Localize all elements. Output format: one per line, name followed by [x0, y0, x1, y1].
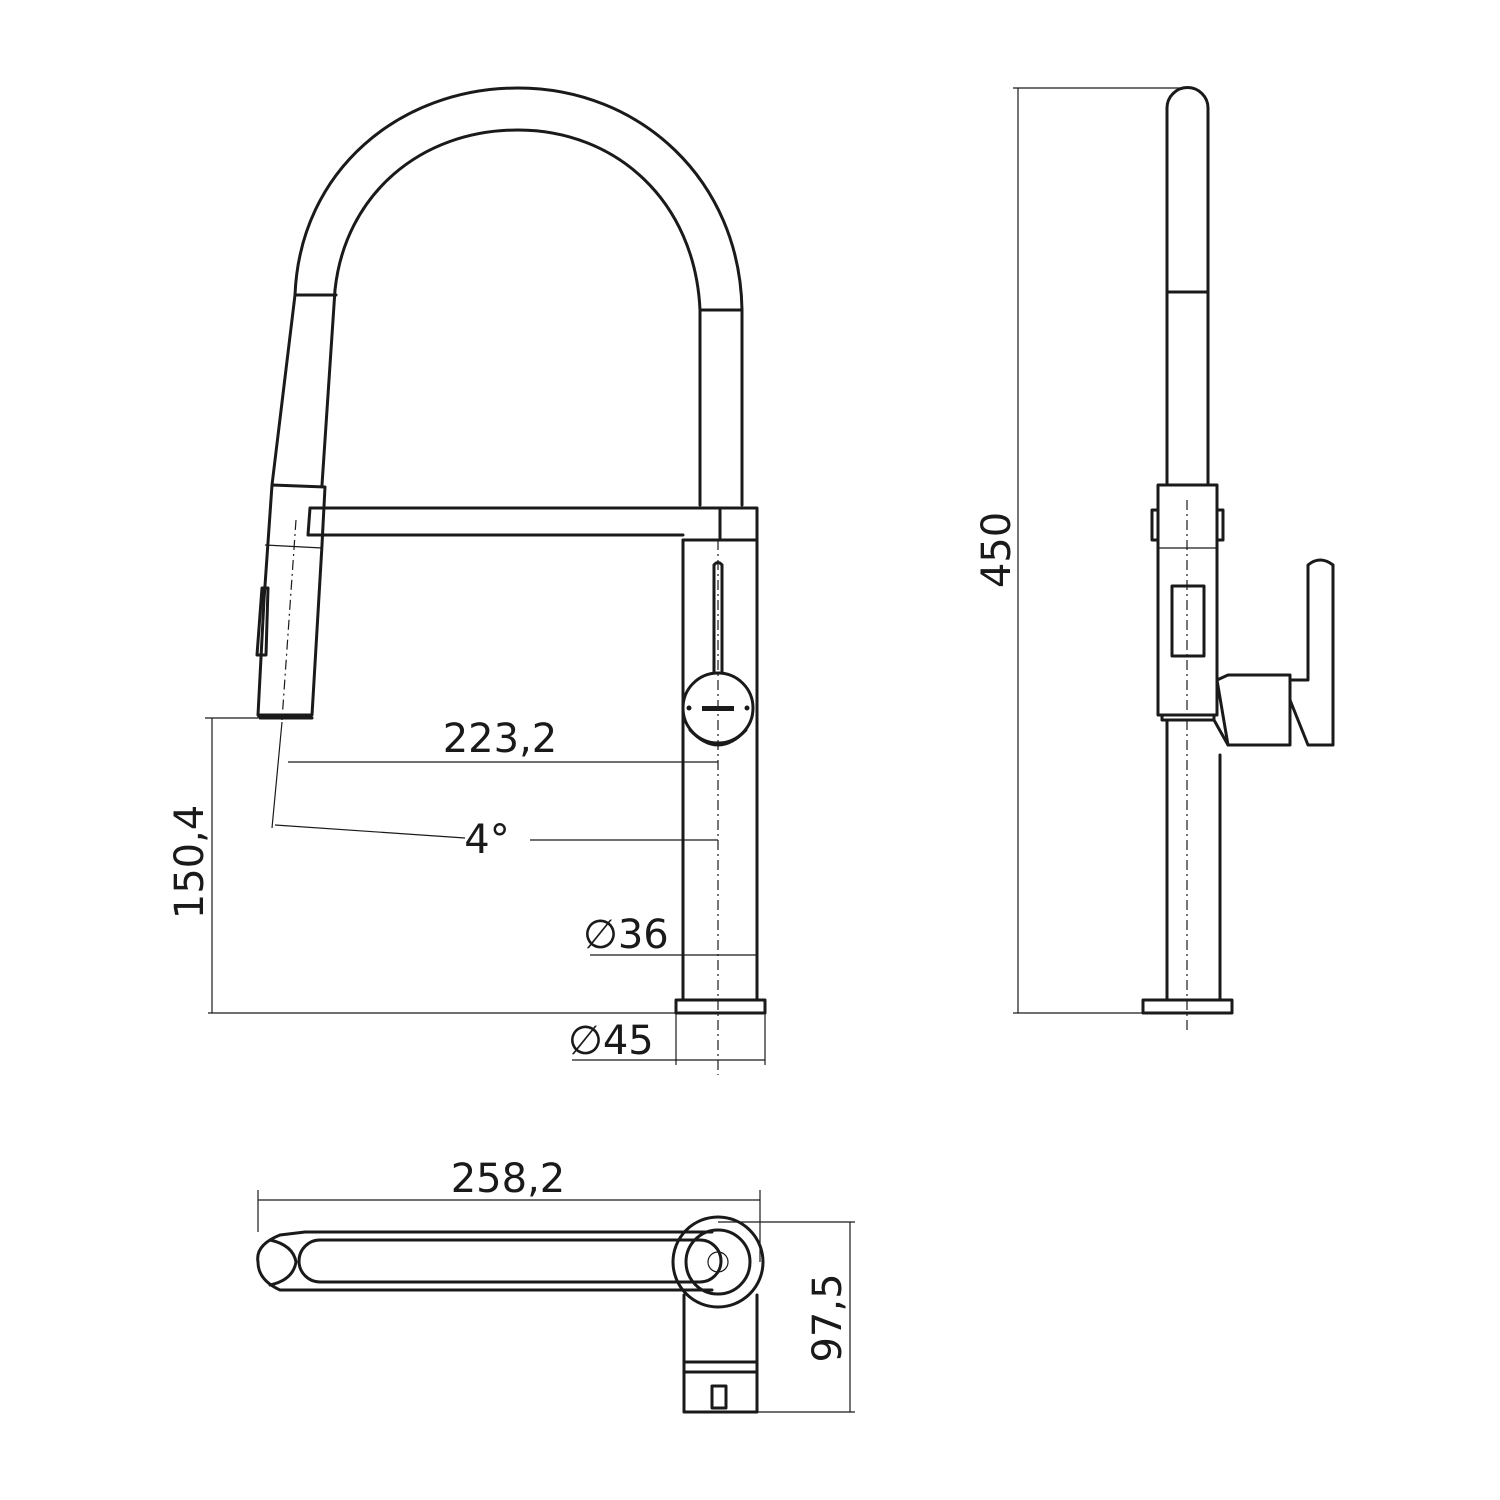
base-disk — [674, 998, 767, 1015]
top-column-circle — [671, 1215, 765, 1309]
dim-angle: 4° — [464, 817, 509, 863]
dim-spout-height: 150,4 — [167, 805, 213, 920]
spout-outer-arc — [293, 86, 744, 507]
front-view: 223,2 4° 150,4 ∅36 ∅45 — [167, 86, 767, 1075]
top-handle — [682, 1293, 759, 1414]
dim-base-diameter: ∅45 — [568, 1018, 654, 1064]
side-view: 450 — [974, 86, 1335, 1030]
side-spray-head — [1150, 483, 1225, 717]
spray-head — [255, 483, 327, 720]
dim-top-length: 258,2 — [451, 1156, 566, 1202]
dim-top-depth: 97,5 — [805, 1273, 851, 1362]
side-button — [1170, 584, 1206, 658]
top-view: 258,2 97,5 — [256, 1156, 855, 1414]
hose — [270, 288, 337, 487]
dim-spout-reach: 223,2 — [443, 716, 558, 762]
dim-total-height: 450 — [974, 512, 1020, 588]
support-bar — [306, 506, 759, 542]
column — [681, 538, 759, 1002]
side-handle-body — [1215, 558, 1335, 747]
side-column — [1165, 718, 1230, 1002]
spout-inner-arc — [333, 128, 702, 507]
dim-column-diameter: ∅36 — [583, 912, 669, 958]
top-spray-head — [256, 1230, 307, 1292]
side-spout-tube — [1165, 86, 1210, 487]
top-bar — [303, 1230, 714, 1292]
